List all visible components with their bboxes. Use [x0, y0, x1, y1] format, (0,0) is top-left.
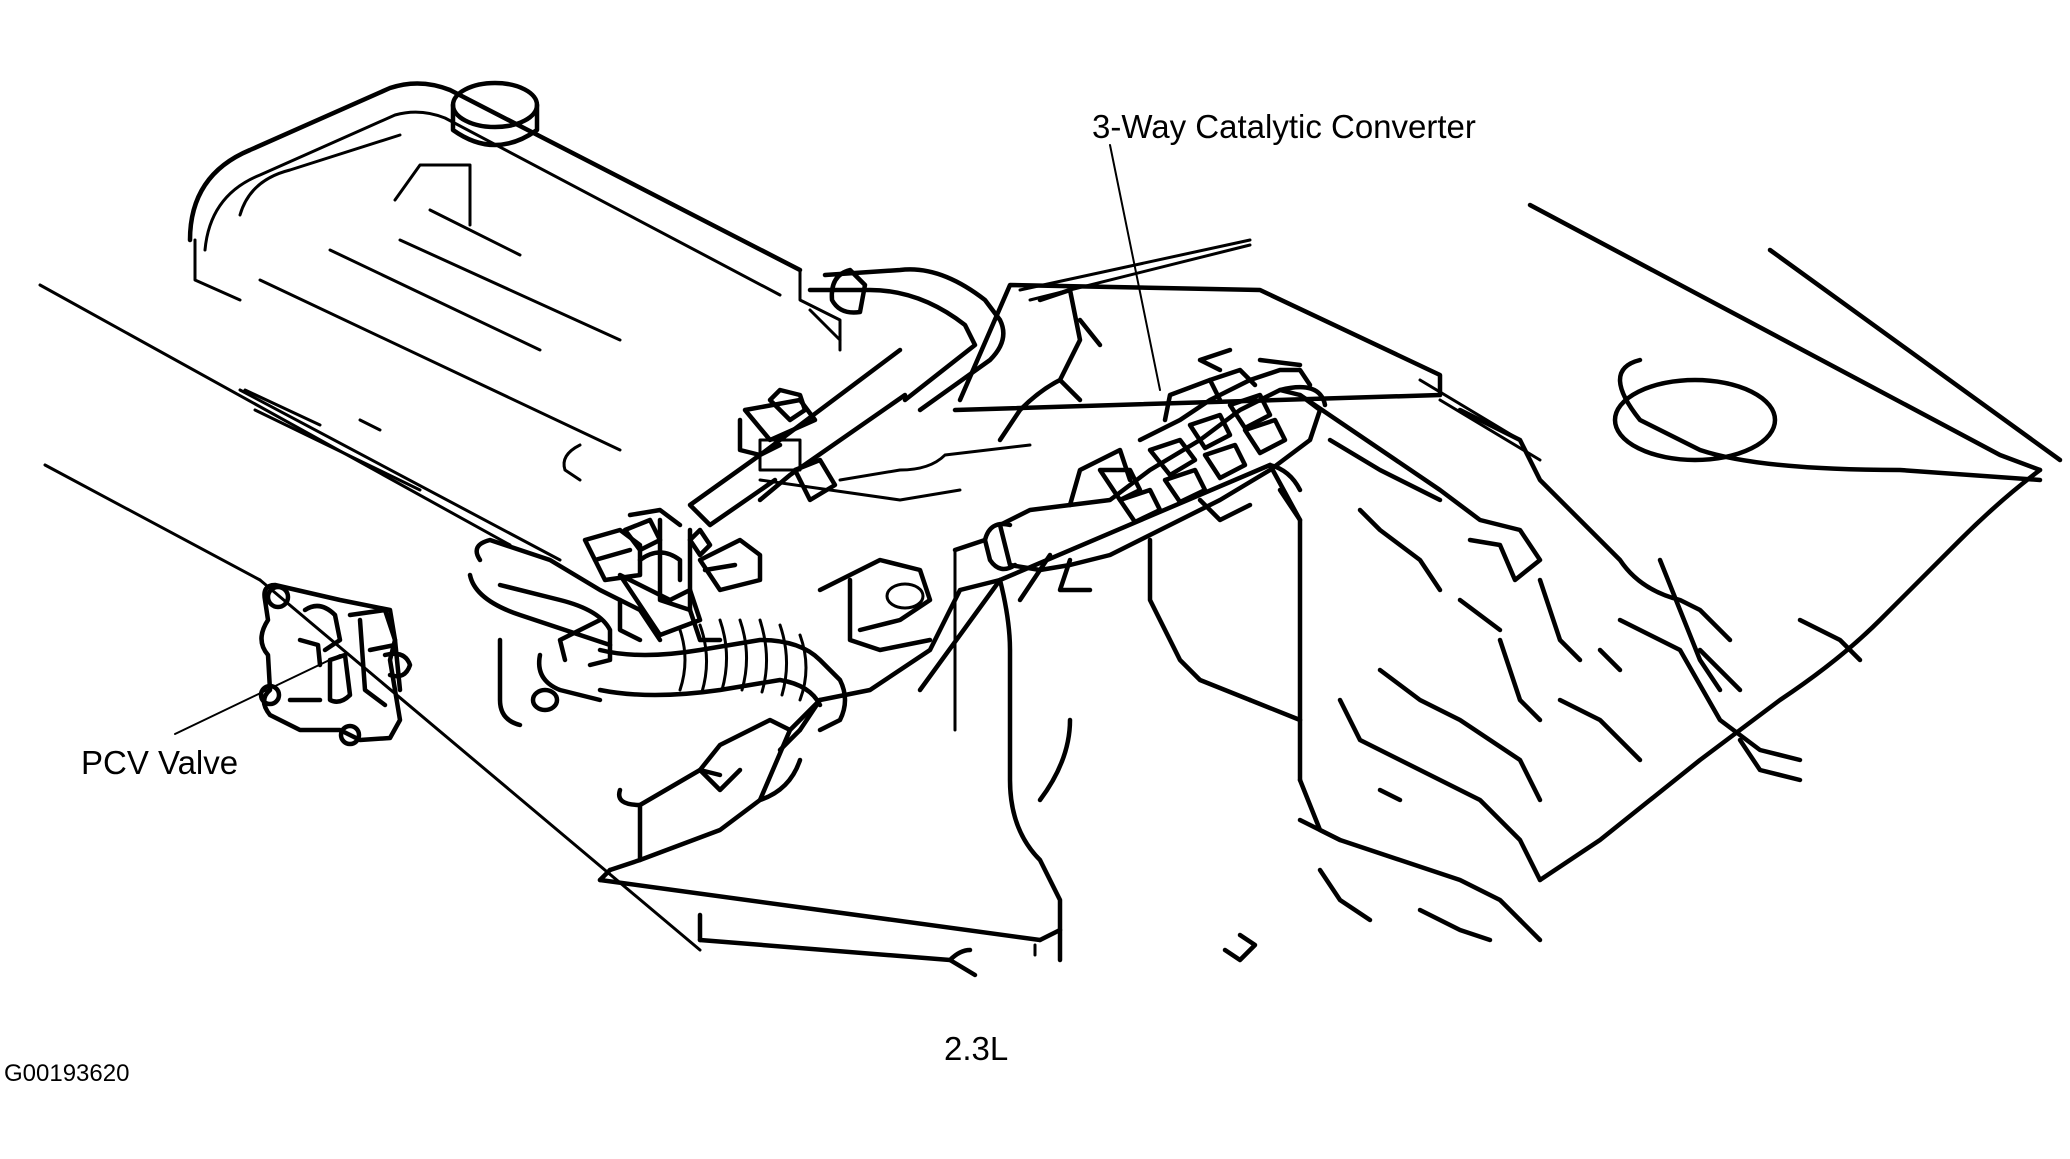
valve-cover	[187, 80, 842, 492]
catalytic-converter	[952, 347, 1328, 603]
catalytic-converter-leader-line	[1109, 144, 1161, 391]
air-cleaner-box	[597, 462, 1343, 978]
exhaust-and-frame	[952, 238, 1543, 732]
vacuum-hoses	[687, 267, 1032, 528]
right-body-panels	[1277, 202, 2063, 943]
catalytic-converter-label: 3-Way Catalytic Converter	[1092, 108, 1476, 145]
pcv-valve-leader-line	[174, 654, 341, 735]
leader-lines	[174, 144, 1161, 735]
connectors	[557, 517, 723, 663]
intake-assembly	[467, 443, 933, 733]
left-fender-lines	[38, 283, 702, 952]
figure-id-label: G00193620	[4, 1060, 130, 1087]
pcv-valve-label: PCV Valve	[81, 744, 239, 781]
engine-size-label: 2.3L	[944, 1030, 1009, 1067]
pcv-valve-assembly	[258, 582, 413, 747]
